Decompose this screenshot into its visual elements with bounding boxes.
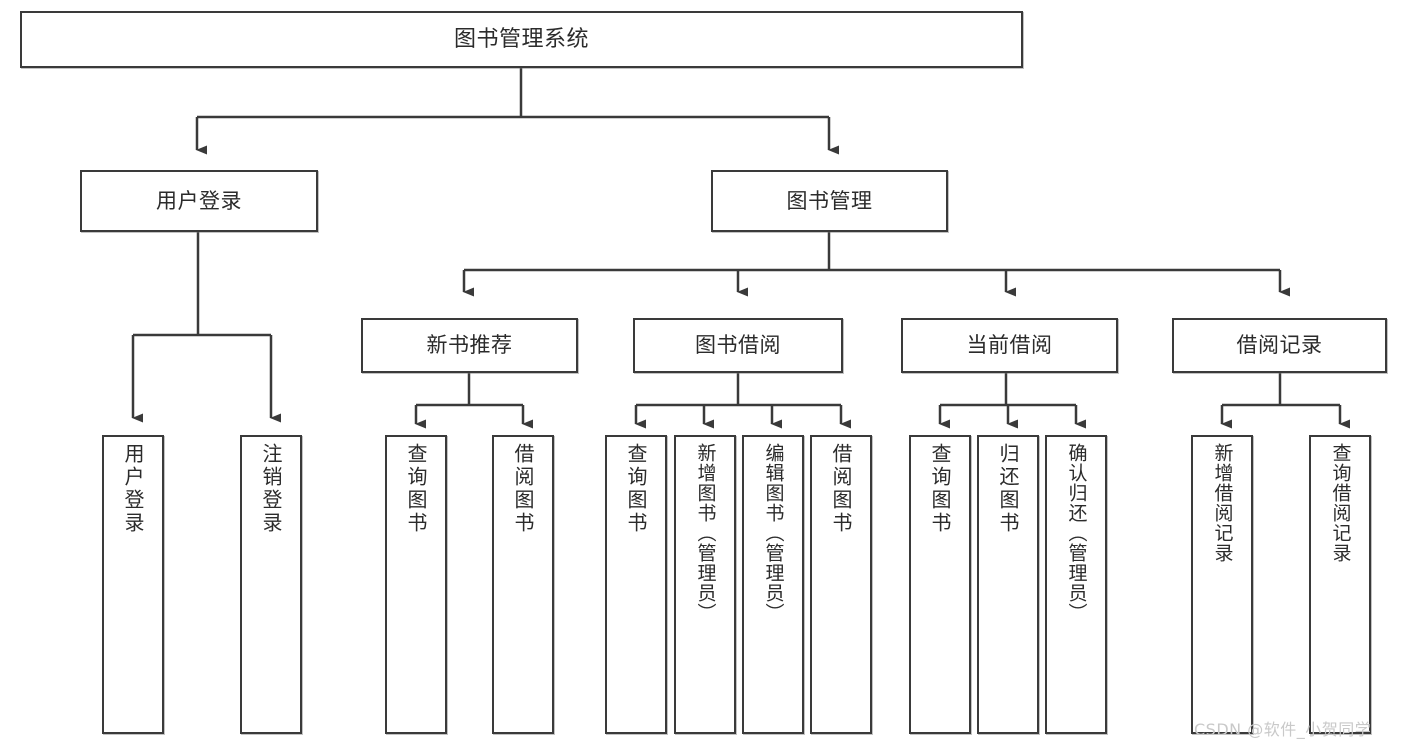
node-label: 图书管理系统 [453,26,589,52]
node-label: 图书管理 [786,188,873,213]
node-root-book-management-system[interactable]: 图书管理系统 [20,11,1023,68]
node-label: 查询图书 [928,443,952,535]
csdn-watermark: CSDN @软件_小贺同学 [1194,720,1372,739]
node-label: 新书推荐 [426,333,513,358]
node-label: 借阅图书 [511,443,535,535]
node-label: 编辑图书（管理员） [762,443,785,623]
node-label: 借阅图书 [829,443,853,535]
node-leaf-return-book[interactable]: 归还图书 [977,435,1039,734]
node-leaf-query-book-current[interactable]: 查询图书 [909,435,971,734]
node-label: 用户登录 [121,443,145,535]
node-label: 新增借阅记录 [1211,443,1234,563]
node-leaf-query-borrow-record[interactable]: 查询借阅记录 [1309,435,1371,734]
node-book-management[interactable]: 图书管理 [711,170,948,232]
node-label: 新增图书（管理员） [694,443,717,623]
node-leaf-borrow-book-recommend[interactable]: 借阅图书 [492,435,554,734]
node-leaf-add-borrow-record[interactable]: 新增借阅记录 [1191,435,1253,734]
node-user-login[interactable]: 用户登录 [80,170,318,232]
node-label: 查询借阅记录 [1329,443,1352,563]
node-leaf-confirm-return-admin[interactable]: 确认归还（管理员） [1045,435,1107,734]
node-book-borrow[interactable]: 图书借阅 [633,318,843,373]
node-label: 借阅记录 [1236,333,1323,358]
node-leaf-query-book-recommend[interactable]: 查询图书 [385,435,447,734]
node-label: 查询图书 [624,443,648,535]
node-label: 用户登录 [156,188,242,213]
node-leaf-add-book-admin[interactable]: 新增图书（管理员） [674,435,736,734]
node-leaf-logout-login[interactable]: 注销登录 [240,435,302,734]
node-new-book-recommend[interactable]: 新书推荐 [361,318,578,373]
node-label: 当前借阅 [966,333,1053,358]
node-leaf-edit-book-admin[interactable]: 编辑图书（管理员） [742,435,804,734]
node-leaf-user-login[interactable]: 用户登录 [102,435,164,734]
node-label: 图书借阅 [695,333,781,358]
node-label: 确认归还（管理员） [1065,443,1088,623]
node-leaf-query-book-borrow[interactable]: 查询图书 [605,435,667,734]
node-current-borrow[interactable]: 当前借阅 [901,318,1118,373]
node-borrow-record[interactable]: 借阅记录 [1172,318,1387,373]
node-label: 归还图书 [996,443,1020,535]
node-label: 查询图书 [404,443,428,535]
node-label: 注销登录 [259,443,283,535]
node-leaf-borrow-book[interactable]: 借阅图书 [810,435,872,734]
